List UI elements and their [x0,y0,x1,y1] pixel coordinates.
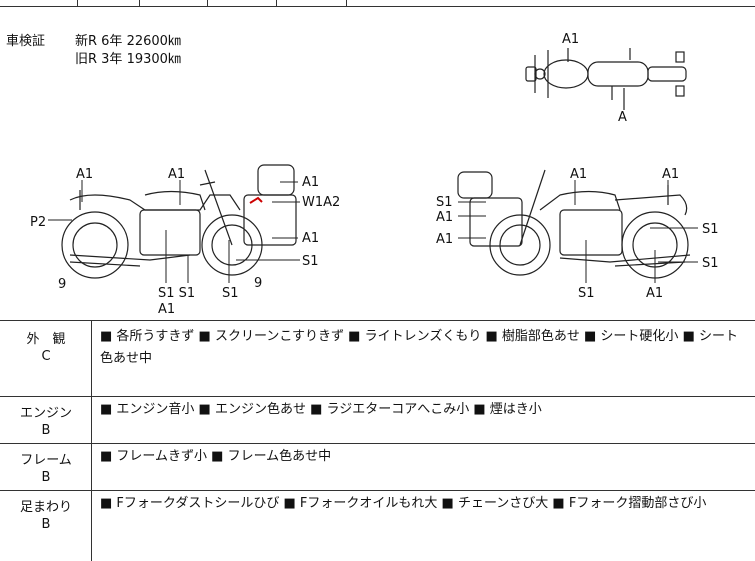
left-a1-under: A1 [158,302,175,317]
header-divider [139,0,140,6]
row-grade-exterior: C [41,349,51,364]
header-divider [276,0,277,6]
right-a1-tank: A1 [570,167,587,182]
left-a1-rear: A1 [76,167,93,182]
right-a1-rear: A1 [662,167,679,182]
column-divider [91,320,92,561]
top-a1-label: A1 [562,32,579,47]
left-a1-tank: A1 [168,167,185,182]
shaken-line-old: 旧R 3年 19300㎞ [75,52,181,67]
left-w1a2: W1A2 [302,195,340,210]
left-nine-a: 9 [58,277,66,292]
row-text-engine: ■ エンジン音小 ■ エンジン色あせ ■ ラジエターコアへこみ小 ■ 煙はき小 [100,402,542,417]
right-a1-low: A1 [436,232,453,247]
header-divider [77,0,78,6]
table-top-border [0,320,755,321]
left-a1-screen: A1 [302,175,319,190]
left-s1-s1: S1 S1 [158,286,195,301]
row-label-suspension: 足まわり [19,500,72,515]
header-divider [346,0,347,6]
top-border [0,6,755,7]
top-a-label: A [618,110,627,125]
right-a1-bottom: A1 [646,286,663,301]
left-p2: P2 [30,215,46,230]
left-nine-b: 9 [254,276,262,291]
row-divider [0,443,755,444]
damage-mark-red [249,196,263,204]
damage-diagram: A1 A A1 A1 P2 9 A1 W1A2 A1 S1 S1 S1 A1 S… [30,32,719,317]
right-a1-mid: A1 [436,210,453,225]
row-text-suspension: ■ Fフォークダストシールひび ■ Fフォークオイルもれ大 ■ チェーンさび大 … [100,496,707,511]
left-s1-mid: S1 [222,286,239,301]
row-label-exterior: 外 観 [26,332,66,347]
row-grade-frame: B [41,470,51,485]
row-grade-suspension: B [41,517,51,532]
shaken-line-new: 新R 6年 22600㎞ [75,34,181,49]
leader-lines [48,180,698,283]
right-s1-r1: S1 [702,222,719,237]
row-grade-engine: B [41,423,51,438]
left-s1-front: S1 [302,254,319,269]
header-divider [207,0,208,6]
row-text-exterior: ■ 各所うすきず ■ スクリーンこすりきず ■ ライトレンズくもり ■ 樹脂部色… [100,329,738,366]
row-divider [0,396,755,397]
row-label-frame: フレーム [20,453,72,468]
row-label-engine: エンジン [19,406,72,421]
row-divider [0,490,755,491]
motorcycle-left-side-view [61,164,297,279]
left-a1-cowl: A1 [302,231,319,246]
row-text-frame: ■ フレームきず小 ■ フレーム色あせ中 [100,449,332,464]
motorcycle-top-view [525,48,687,110]
right-s1-bottom: S1 [578,286,595,301]
shaken-label: 車検証 [6,34,46,49]
right-s1-top: S1 [436,195,453,210]
right-s1-r2: S1 [702,256,719,271]
